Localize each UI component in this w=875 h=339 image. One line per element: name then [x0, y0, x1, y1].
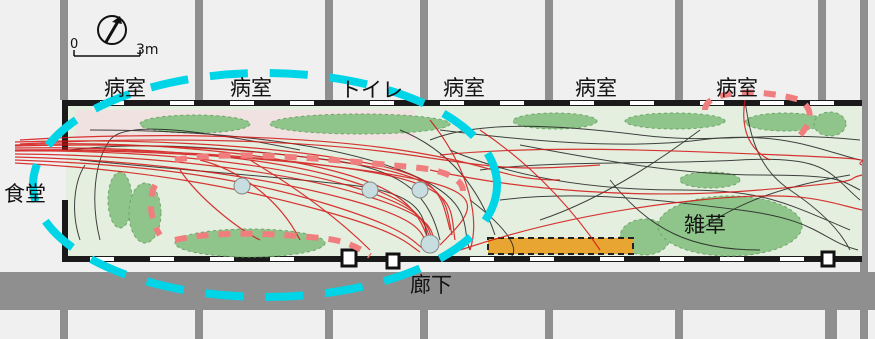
corridor-label: 廊下: [410, 273, 452, 297]
dining-label: 食堂: [4, 182, 46, 206]
pillar-3: [820, 250, 836, 268]
bottom-wall-stub-5: [545, 302, 553, 339]
compass-icon: [97, 15, 127, 45]
highlight-ellipse: [29, 69, 501, 301]
stop-points: [233, 177, 440, 254]
room-label-2: 病室: [230, 76, 272, 100]
courtyard-bottom-wall: [62, 256, 862, 262]
right-wall: [860, 0, 868, 339]
bottom-wall-stub-1: [60, 302, 68, 339]
toilet-label: トイレ: [340, 78, 403, 102]
bottom-wall-band: [0, 272, 875, 302]
top-wall-c: [420, 0, 428, 100]
top-wall-f: [818, 0, 826, 100]
weeds-label: 雑草: [684, 213, 726, 237]
room-label-1: 病室: [104, 76, 146, 100]
room-label-3: 病室: [443, 76, 485, 100]
scale-bar: [73, 50, 141, 57]
bottom-wall-stub-6: [675, 302, 683, 339]
right-lower-wall: [825, 272, 837, 339]
pillar-2: [385, 252, 401, 270]
bottom-windows: [90, 257, 804, 261]
lower-wall-line: [0, 302, 875, 310]
room-label-5: 病室: [716, 76, 758, 100]
courtyard-left-wall-bottom: [62, 200, 68, 262]
top-wall-b: [325, 0, 333, 100]
pink-dashed-regions: [147, 89, 813, 259]
bottom-wall-stub-2: [195, 302, 203, 339]
bottom-wall-stub-3: [325, 302, 333, 339]
top-wall-e: [675, 0, 683, 100]
top-wall-left: [60, 0, 68, 100]
bottom-wall-stub-4: [420, 302, 428, 339]
bench: [487, 237, 634, 255]
scale-length-label: 3m: [136, 42, 159, 58]
pillar-1: [340, 248, 358, 268]
room-label-4: 病室: [575, 76, 617, 100]
scale-zero-label: 0: [70, 37, 79, 52]
top-wall-d: [545, 0, 553, 100]
top-wall-a: [195, 0, 203, 100]
